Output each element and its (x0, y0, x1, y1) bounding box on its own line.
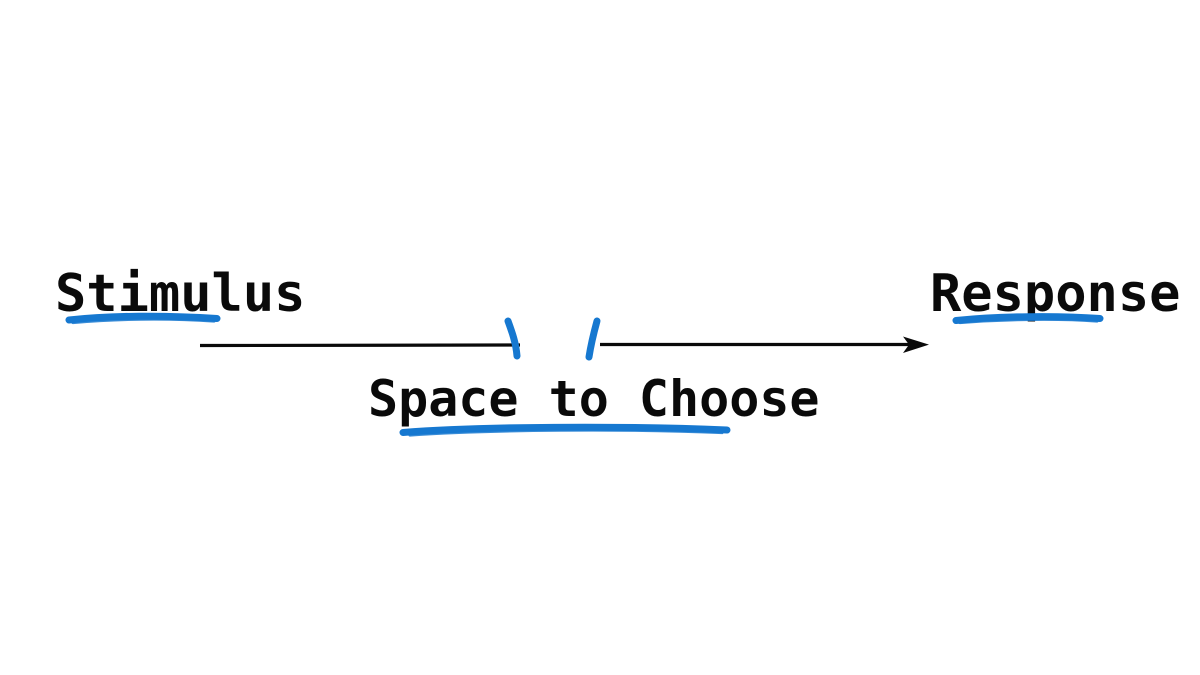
underline-response-accent (958, 317, 1099, 325)
underline-stimulus-accent (71, 317, 216, 325)
gap-tick-right-icon (585, 317, 601, 361)
underline-response (952, 313, 1104, 324)
underline-space-to-choose-accent (408, 428, 724, 437)
underline-space-to-choose (399, 423, 731, 436)
underline-stimulus (65, 312, 221, 324)
gap-tick-left-icon (504, 317, 521, 360)
arrowhead-right-icon (903, 336, 929, 353)
arrow-segment-left (199, 343, 521, 348)
label-space-to-choose: Space to Choose (368, 370, 820, 428)
